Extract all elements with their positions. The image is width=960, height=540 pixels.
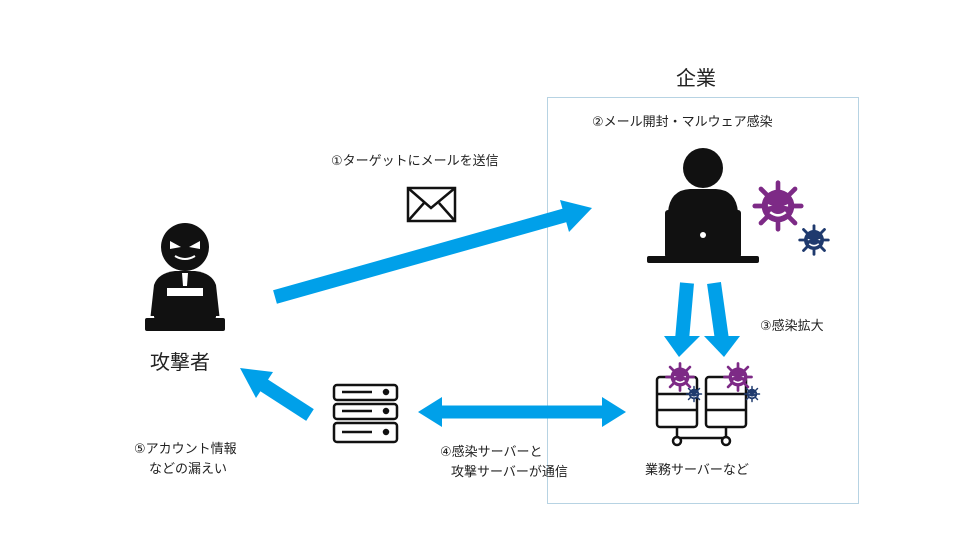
step1-label: ①ターゲットにメールを送信 xyxy=(331,154,499,169)
step2-label: ②メール開封・マルウェア感染 xyxy=(592,115,773,130)
server-malware-icon-4 xyxy=(743,385,761,403)
company-boundary xyxy=(547,97,859,504)
company-title: 企業 xyxy=(676,66,716,90)
attack-server-icon xyxy=(332,383,399,444)
arrow-send-mail xyxy=(273,200,592,304)
step5-label-line1: ⑤アカウント情報 xyxy=(134,442,237,457)
server-malware-icon-3 xyxy=(723,362,753,392)
infected-pc-user-icon xyxy=(647,148,759,263)
arrow-spread-left xyxy=(664,282,700,357)
malware-icon-small xyxy=(798,224,830,256)
arrow-data-leak xyxy=(240,368,314,421)
malware-icon-large xyxy=(755,183,802,230)
step4-label-line1: ④感染サーバーと xyxy=(440,445,543,460)
attacker-icon xyxy=(143,223,227,331)
step3-label: ③感染拡大 xyxy=(760,319,824,334)
step5-label-line2: などの漏えい xyxy=(149,462,228,477)
attacker-label: 攻撃者 xyxy=(150,350,210,374)
server-malware-icon-1 xyxy=(665,362,695,392)
envelope-icon xyxy=(406,186,457,223)
step4-label-line2: 攻撃サーバーが通信 xyxy=(451,465,568,480)
server-malware-icon-2 xyxy=(685,385,703,403)
arrow-server-communication xyxy=(418,397,626,427)
arrow-spread-right xyxy=(704,282,740,357)
servers-label: 業務サーバーなど xyxy=(645,463,749,478)
